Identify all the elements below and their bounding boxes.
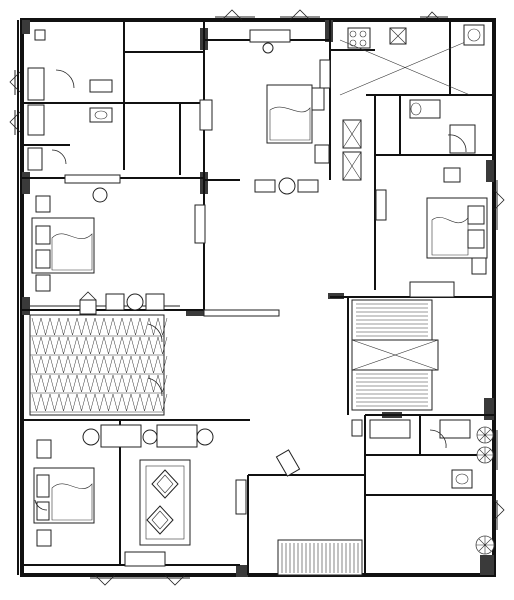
armchair: [105, 293, 125, 311]
wardrobe: [27, 67, 45, 101]
living-room: [82, 424, 214, 567]
bedroom-right: [375, 167, 488, 298]
window-swings: [9, 9, 505, 586]
potted-plant: [476, 426, 494, 444]
sofa-set: [156, 424, 198, 448]
potted-plant: [475, 535, 495, 555]
shower: [449, 124, 476, 154]
round-table: [126, 293, 144, 311]
armchair: [254, 179, 276, 193]
sofa-set: [409, 281, 455, 298]
sofa-set: [100, 424, 142, 448]
bedroom-bottom-left: [33, 439, 95, 547]
car-bay: [275, 449, 301, 477]
bedroom-left: [31, 195, 206, 292]
bathroom-top-right: [409, 24, 485, 154]
wardrobe: [27, 104, 45, 136]
tv-unit: [124, 551, 166, 567]
bathroom-bottom-right: [351, 419, 473, 489]
armchair: [79, 299, 97, 315]
armchair: [145, 293, 165, 311]
terrace: [235, 449, 301, 515]
dining-room: [29, 293, 280, 416]
double-bed: [266, 84, 313, 144]
bedroom-top-left: [27, 29, 213, 203]
staircase-bottom: [277, 539, 363, 576]
toilet: [451, 469, 473, 489]
tv-unit: [319, 59, 331, 89]
sink: [463, 24, 485, 46]
potted-plants: [475, 426, 495, 555]
kitchen: [339, 27, 471, 181]
bedroom-top-center: [249, 29, 331, 195]
potted-plant: [476, 446, 494, 464]
round-table: [278, 177, 296, 195]
tv-unit: [194, 204, 206, 244]
door-swings: [34, 69, 467, 511]
tv-unit: [375, 189, 387, 221]
armchair: [297, 179, 319, 193]
sofa-set: [64, 174, 121, 184]
staircase: [351, 299, 439, 411]
wardrobe: [249, 29, 291, 43]
